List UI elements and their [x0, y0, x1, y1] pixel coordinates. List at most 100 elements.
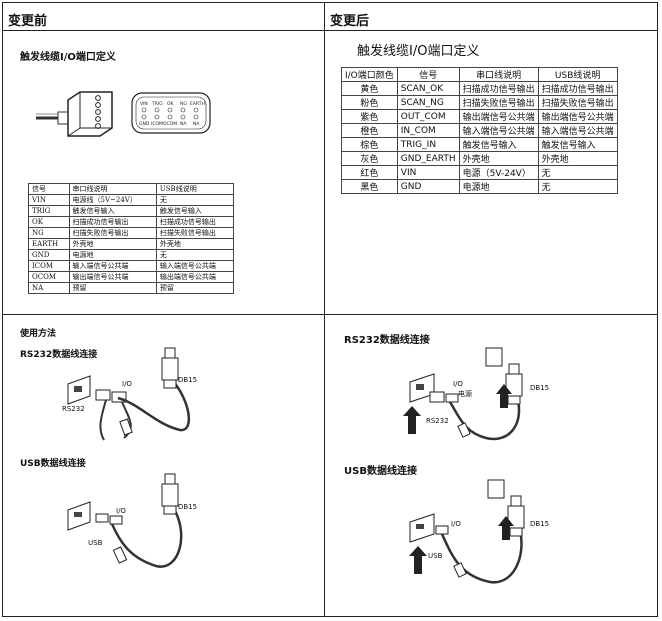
- pin-top-3: OK: [167, 101, 175, 107]
- table-cell: GND: [396, 179, 460, 194]
- table-cell: 橙色: [341, 123, 398, 138]
- table-header-cell: I/O端口颜色: [341, 67, 398, 82]
- pin-top-4: NG: [180, 101, 187, 107]
- table-cell: IN_COM: [396, 123, 460, 138]
- table-header-cell: USB线说明: [155, 183, 235, 195]
- table-cell: 黑色: [341, 179, 398, 194]
- table-cell: 无: [155, 194, 235, 206]
- table-cell: 扫描失败信号输出: [537, 95, 618, 110]
- table-cell: 扫描成功信号输出: [537, 81, 618, 96]
- table-cell: 输入端信号公共端: [537, 123, 618, 138]
- left-usb-title: USB数据线连接: [20, 459, 86, 469]
- table-cell: 棕色: [341, 137, 398, 152]
- left-io-title: 触发线缆I/O端口定义: [20, 52, 116, 63]
- table-cell: 无: [155, 249, 235, 261]
- table-cell: 扫描失败信号输出: [458, 95, 539, 110]
- table-cell: 扫描失败信号输出: [68, 227, 157, 239]
- pin-bottom-4: NA: [180, 121, 187, 127]
- pin-bottom-1: GND: [139, 121, 150, 127]
- table-cell: 输出端信号公共端: [458, 109, 539, 124]
- left-usb-diagram: [67, 473, 183, 568]
- table-cell: TRIG_IN: [396, 137, 460, 152]
- table-cell: 紫色: [341, 109, 398, 124]
- table-header-cell: 串口线说明: [68, 183, 157, 195]
- right-usb-title: USB数据线连接: [344, 466, 417, 477]
- table-header-cell: 串口线说明: [458, 67, 539, 82]
- left-usb-db15-label: DB15: [178, 503, 198, 511]
- table-cell: 触发信号输入: [68, 205, 157, 217]
- pin-bottom-5: NA: [193, 121, 200, 127]
- table-cell: 外壳地: [68, 238, 157, 250]
- table-cell: 电源地: [68, 249, 157, 261]
- table-cell: GND: [28, 249, 70, 261]
- pin-top-2: TRIG: [151, 101, 163, 107]
- table-cell: 扫描失败信号输出: [155, 227, 235, 239]
- header-divider: [2, 30, 658, 31]
- table-cell: 灰色: [341, 151, 398, 166]
- table-cell: EARTH: [28, 238, 70, 250]
- table-cell: 电源（5V-24V）: [458, 165, 539, 180]
- right-usb-io-label: I/O: [451, 520, 461, 528]
- column-divider: [324, 2, 325, 617]
- pin-face-diagram: VIN TRIG OK NG EARTH GND ICOM OCOM NA NA: [131, 92, 211, 134]
- table-cell: SCAN_NG: [396, 95, 460, 110]
- table-header-cell: 信号: [396, 67, 460, 82]
- left-rs232-title: RS232数据线连接: [20, 350, 98, 360]
- table-cell: 预留: [68, 282, 157, 294]
- table-cell: GND_EARTH: [396, 151, 460, 166]
- right-rs232-diagram: [403, 347, 523, 441]
- table-cell: 输出端信号公共端: [155, 271, 235, 283]
- row-divider: [2, 314, 658, 315]
- table-cell: 输入端信号公共端: [458, 123, 539, 138]
- table-cell: 红色: [341, 165, 398, 180]
- left-rs232-port-label: RS232: [62, 405, 85, 413]
- table-cell: 外壳地: [155, 238, 235, 250]
- table-header-cell: 信号: [28, 183, 70, 195]
- left-usb-io-label: I/O: [116, 507, 126, 515]
- table-cell: 黄色: [341, 81, 398, 96]
- table-cell: 外壳地: [537, 151, 618, 166]
- table-cell: OUT_COM: [396, 109, 460, 124]
- table-cell: OCOM: [28, 271, 70, 283]
- right-rs232-db15-label: DB15: [530, 384, 550, 392]
- table-cell: 电源线（5V~24V）: [68, 194, 157, 206]
- table-cell: 输出端信号公共端: [68, 271, 157, 283]
- left-usb-port-label: USB: [88, 539, 103, 547]
- left-rs232-io-label: I/O: [122, 380, 132, 388]
- header-before: 变更前: [8, 14, 48, 29]
- table-cell: 外壳地: [458, 151, 539, 166]
- table-cell: 粉色: [341, 95, 398, 110]
- table-cell: 触发信号输入: [155, 205, 235, 217]
- table-cell: OK: [28, 216, 70, 228]
- table-cell: 电源地: [458, 179, 539, 194]
- right-rs232-port-label: RS232: [426, 417, 449, 425]
- table-cell: 扫描成功信号输出: [155, 216, 235, 228]
- table-cell: 输入端信号公共端: [155, 260, 235, 272]
- pin-bottom-3: OCOM: [163, 121, 177, 127]
- table-cell: VIN: [28, 194, 70, 206]
- header-after: 变更后: [330, 14, 370, 29]
- table-cell: 触发信号输入: [537, 137, 618, 152]
- pin-top-5: EARTH: [190, 101, 205, 107]
- table-header-cell: USB线说明: [537, 67, 618, 82]
- table-cell: VIN: [396, 165, 460, 180]
- table-cell: SCAN_OK: [396, 81, 460, 96]
- pin-bottom-2: ICOM: [151, 121, 163, 127]
- table-cell: 触发信号输入: [458, 137, 539, 152]
- right-rs232-io-label: I/O: [453, 380, 463, 388]
- left-rs232-diagram: [67, 347, 191, 441]
